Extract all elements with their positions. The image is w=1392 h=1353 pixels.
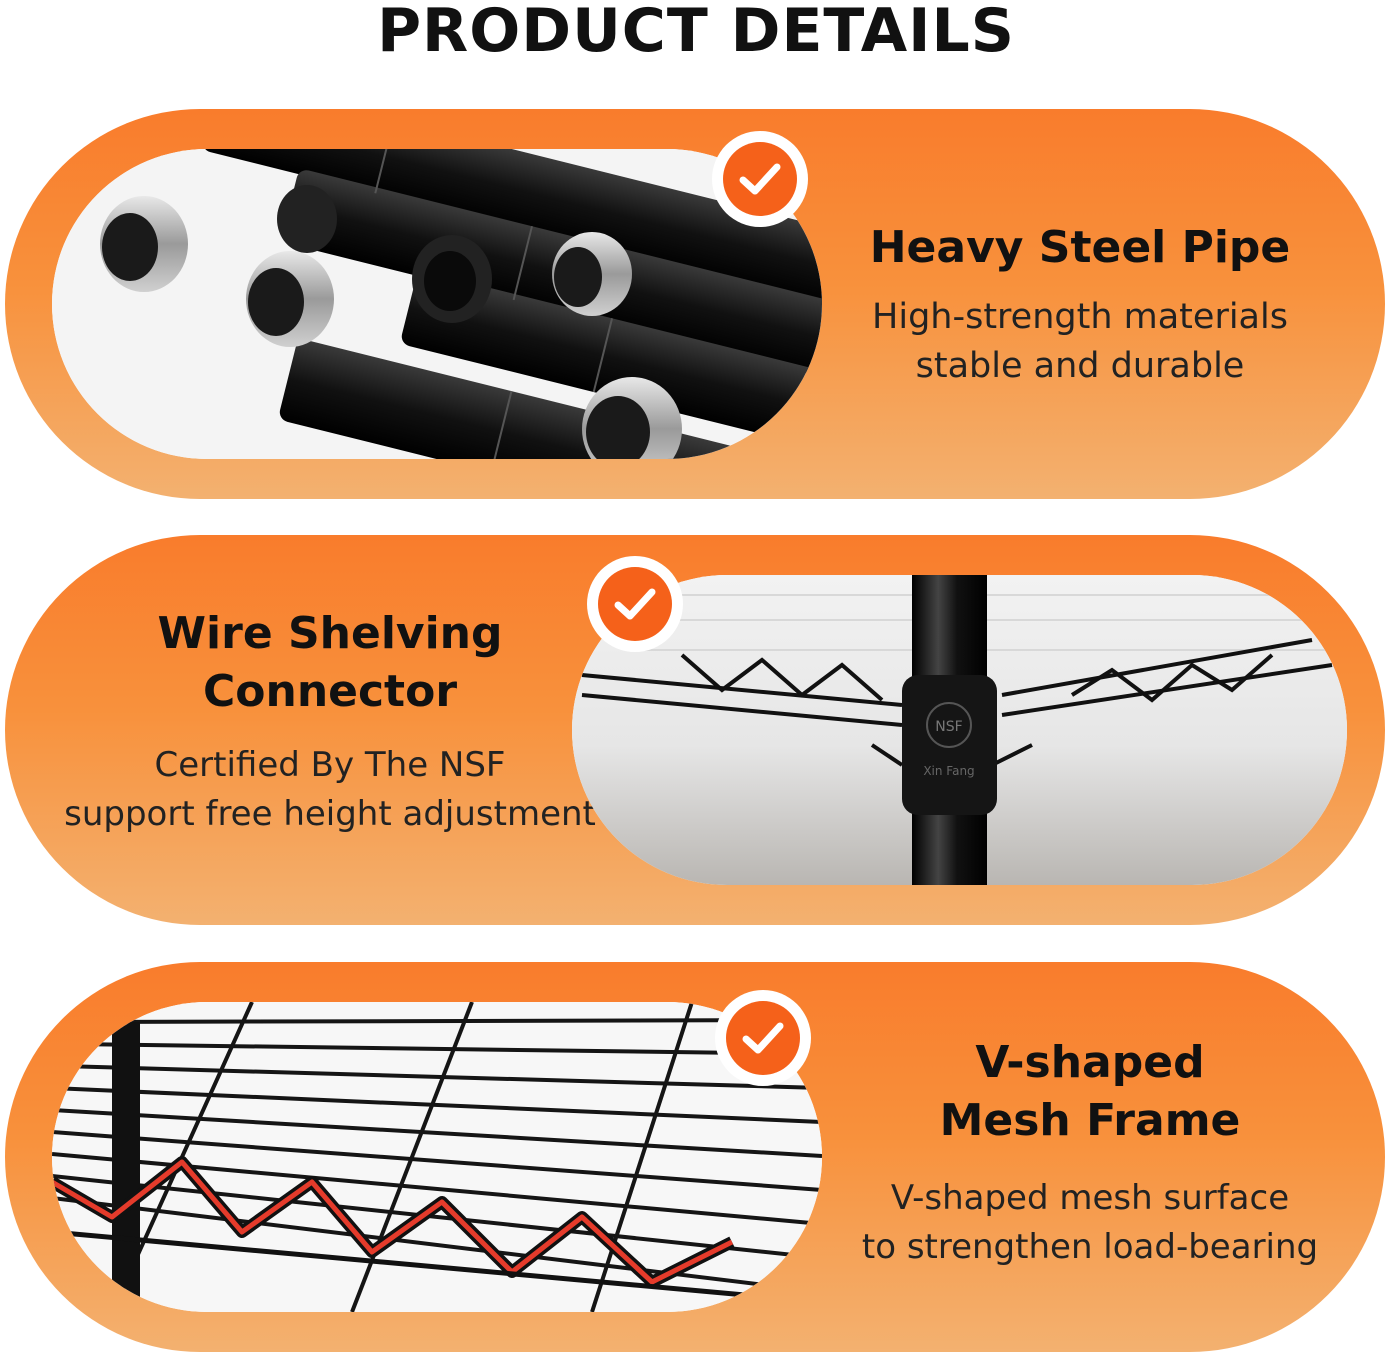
heading-line: Wire Shelving [157,608,503,659]
feature-text: Wire Shelving Connector Certified By The… [35,605,625,839]
feature-card-steel-pipe: Heavy Steel Pipe High-strength materials… [5,109,1385,499]
maker-stamp: Xin Fang [923,764,974,778]
description-line: support free height adjustment [64,794,596,834]
feature-card-connector: Wire Shelving Connector Certified By The… [5,535,1385,925]
check-badge [715,990,811,1086]
feature-heading: V-shaped Mesh Frame [825,1034,1355,1150]
feature-heading: Heavy Steel Pipe [835,219,1325,277]
page-title: PRODUCT DETAILS [377,0,1015,66]
description-line: V-shaped mesh surface [890,1178,1290,1218]
description-line: to strengthen load-bearing [861,1227,1319,1267]
check-circle-icon [726,1001,800,1075]
heading-line: Heavy Steel Pipe [869,222,1291,273]
heading-line: Connector [202,666,458,717]
feature-heading: Wire Shelving Connector [35,605,625,721]
description-line: High-strength materials [872,297,1288,337]
check-circle-icon [723,142,797,216]
description-line: Certified By The NSF [154,745,506,785]
feature-card-mesh-frame: V-shaped Mesh Frame V-shaped mesh surfac… [5,962,1385,1352]
feature-text: Heavy Steel Pipe High-strength materials… [835,219,1325,391]
feature-description: High-strength materials stable and durab… [835,293,1325,391]
heading-line: Mesh Frame [939,1095,1241,1146]
feature-description: Certified By The NSF support free height… [35,741,625,839]
connector-photo: NSF Xin Fang [572,575,1347,885]
heading-line: V-shaped [975,1037,1205,1088]
nsf-stamp: NSF [935,719,962,735]
steel-pipe-photo [52,149,822,459]
feature-description: V-shaped mesh surface to strengthen load… [825,1174,1355,1272]
feature-text: V-shaped Mesh Frame V-shaped mesh surfac… [825,1034,1355,1272]
mesh-frame-photo [52,1002,822,1312]
check-circle-icon [598,567,672,641]
description-line: stable and durable [915,346,1245,386]
check-badge [712,131,808,227]
check-badge [587,556,683,652]
